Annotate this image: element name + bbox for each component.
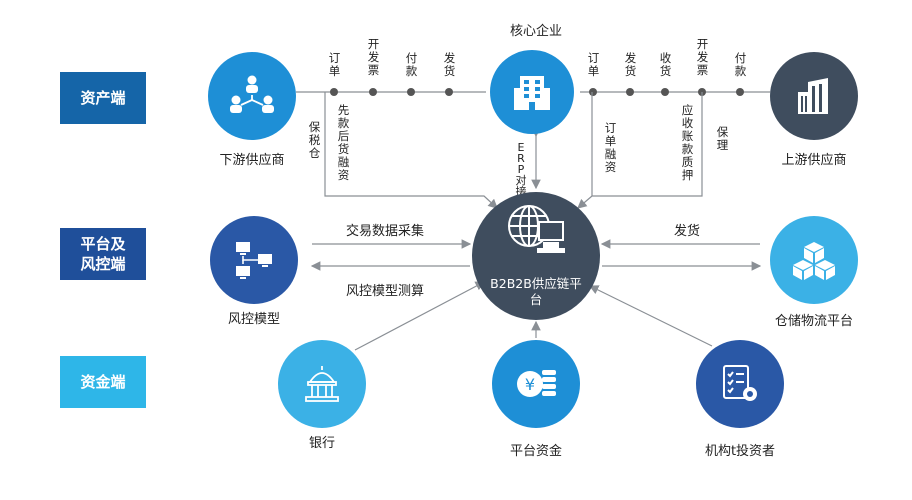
receivable-pledge-label: 应收账款质押 xyxy=(681,103,694,182)
band-platform: 平台及 风控端 xyxy=(60,228,146,280)
upstream-label: 上游供应商 xyxy=(781,153,847,168)
collect-label: 交易数据采集 xyxy=(346,224,425,239)
coin-stack-icon: ¥ xyxy=(517,370,556,397)
platform-label-line2: 台 xyxy=(529,292,543,307)
right-payment-label: 付款 xyxy=(734,51,747,78)
platform-fund-node: ¥ xyxy=(492,340,580,428)
right-invoice-label: 开发票 xyxy=(696,37,709,77)
bonded-finance-connector xyxy=(324,92,498,209)
institution-node xyxy=(696,340,784,428)
right-order-label: 订单 xyxy=(587,51,600,78)
office-tower-icon xyxy=(798,78,828,114)
warehouse-label: 仓储物流平台 xyxy=(774,314,853,329)
risk-model-label: 风控模型 xyxy=(227,312,280,327)
bank-arrow xyxy=(354,281,486,351)
bank-node xyxy=(278,340,366,428)
boxes-icon xyxy=(793,242,835,280)
left-payment-label: 付款 xyxy=(405,51,418,78)
right-receive-label: 收货 xyxy=(659,51,672,78)
prepay-finance-label: 先款后货融资 xyxy=(337,103,350,182)
bonded-warehouse-label: 保税仓 xyxy=(308,120,321,160)
receivable-connector xyxy=(577,92,703,209)
platform-fund-label: 平台资金 xyxy=(509,444,562,459)
platform-label-line1: B2B2B供应链平 xyxy=(490,276,582,291)
erp-label: ERP对接 xyxy=(515,141,527,198)
checklist-gear-icon xyxy=(723,365,757,401)
left-order-label: 订单 xyxy=(328,51,341,78)
band-fund: 资金端 xyxy=(60,356,146,408)
left-invoice-label: 开发票 xyxy=(367,37,380,77)
band-fund-label: 资金端 xyxy=(80,373,126,391)
platform-label: B2B2B供应链平 台 xyxy=(480,276,592,308)
core-node xyxy=(490,50,574,134)
warehouse-node xyxy=(770,216,858,304)
band-asset: 资产端 xyxy=(60,72,146,124)
bank-label: 银行 xyxy=(308,436,335,451)
measure-label: 风控模型测算 xyxy=(346,284,425,299)
globe-computer-icon xyxy=(508,205,565,253)
upstream-node xyxy=(770,52,858,140)
institution-label: 机构t投资者 xyxy=(704,444,776,459)
institution-arrow xyxy=(588,285,713,347)
bank-building-icon xyxy=(305,366,339,402)
risk-model-node xyxy=(210,216,298,304)
downstream-label: 下游供应商 xyxy=(219,153,285,168)
left-delivery-label: 发货 xyxy=(443,51,456,78)
core-label: 核心企业 xyxy=(509,24,562,39)
svg-text:¥: ¥ xyxy=(525,375,535,394)
band-platform-label-1: 平台及 xyxy=(80,235,126,253)
ship-label: 发货 xyxy=(674,224,701,239)
factoring-label: 保理 xyxy=(716,125,729,152)
platform-node xyxy=(472,192,600,320)
downstream-node xyxy=(208,52,296,140)
order-finance-label: 订单融资 xyxy=(604,121,617,174)
building-icon xyxy=(514,76,550,110)
right-delivery-label: 发货 xyxy=(624,51,637,78)
network-computers-icon xyxy=(236,242,272,279)
people-network-icon xyxy=(230,75,274,113)
band-asset-label: 资产端 xyxy=(80,89,126,107)
band-platform-label-2: 风控端 xyxy=(80,255,126,273)
